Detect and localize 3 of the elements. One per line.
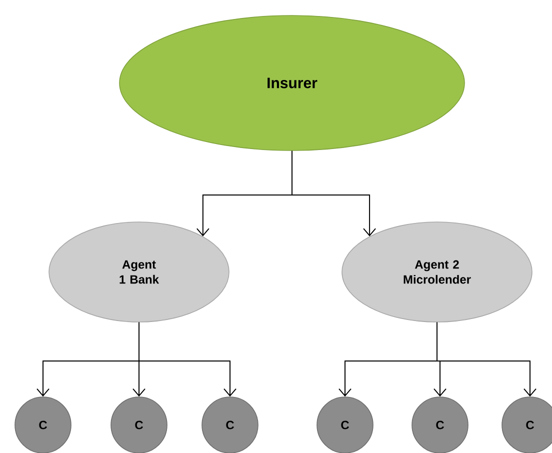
arrow (138, 322, 236, 397)
arrow (292, 150, 376, 236)
arrow (436, 322, 536, 397)
